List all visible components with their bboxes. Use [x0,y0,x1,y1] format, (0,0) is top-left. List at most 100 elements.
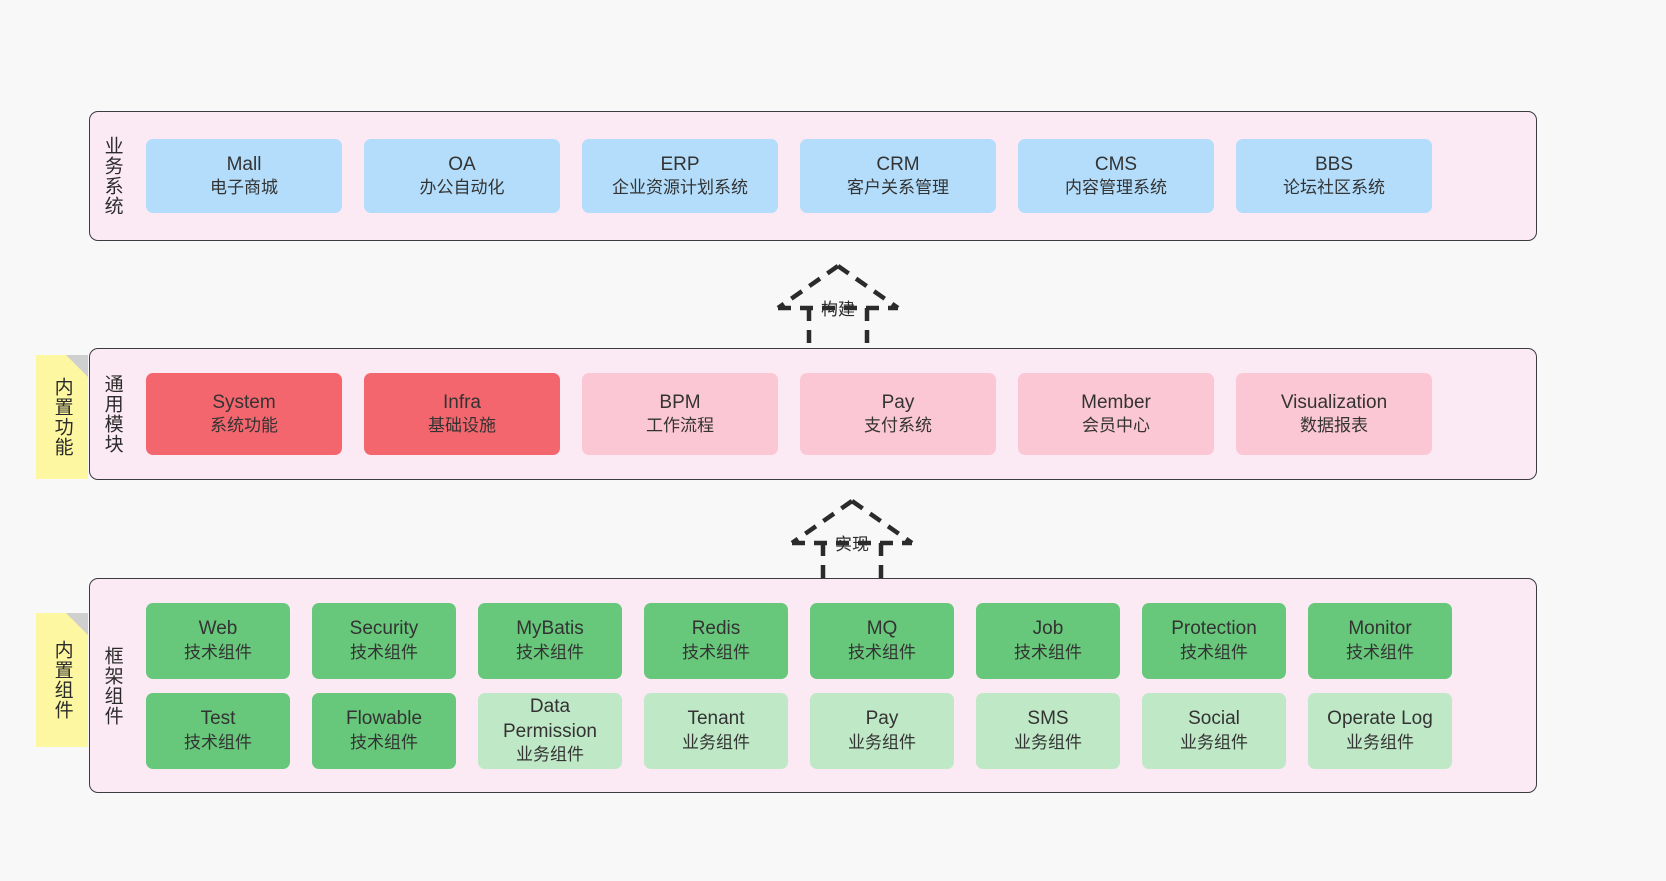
card-protection[interactable]: Protection 技术组件 [1142,602,1286,679]
card-subtitle: 技术组件 [1014,642,1082,662]
card-infra[interactable]: Infra 基础设施 [364,373,560,455]
band-business-system: 业务系统 Mall 电子商城 OA 办公自动化 ERP 企业资源计划系统 CRM… [89,111,1537,241]
band-label-general-module: 通用模块 [101,374,123,454]
card-title: CMS [1094,153,1138,175]
card-subtitle: 工作流程 [646,416,714,436]
card-title: Redis [691,618,741,640]
card-member[interactable]: Member 会员中心 [1018,373,1214,455]
card-subtitle: 办公自动化 [419,178,505,198]
card-pay-component[interactable]: Pay 业务组件 [810,692,954,769]
connector-implement: 实现 [777,497,927,592]
card-subtitle: 技术组件 [516,642,584,662]
card-data-permission[interactable]: Data Permission 业务组件 [478,692,622,769]
card-sms[interactable]: SMS 业务组件 [976,692,1120,769]
band-body-general-module: System 系统功能 Infra 基础设施 BPM 工作流程 Pay 支付系统… [134,349,1536,479]
card-title: Monitor [1348,618,1412,640]
card-bbs[interactable]: BBS 论坛社区系统 [1236,139,1432,213]
card-title: Member [1081,391,1151,413]
card-subtitle: 客户关系管理 [847,178,949,198]
card-subtitle: 技术组件 [1180,642,1248,662]
sticky-note-label: 内置组件 [51,640,73,720]
band-body-business-system: Mall 电子商城 OA 办公自动化 ERP 企业资源计划系统 CRM 客户关系… [134,112,1536,240]
card-title: Tenant [687,708,745,730]
card-title: Visualization [1280,391,1388,413]
card-title: Job [1032,618,1064,640]
note-fold-icon [66,613,88,635]
card-operate-log[interactable]: Operate Log 业务组件 [1308,692,1452,769]
card-title: CRM [876,153,920,175]
sticky-note-label: 内置功能 [51,377,73,457]
card-title: MQ [866,618,898,640]
card-security[interactable]: Security 技术组件 [312,602,456,679]
card-subtitle: 会员中心 [1082,416,1150,436]
card-mq[interactable]: MQ 技术组件 [810,602,954,679]
card-oa[interactable]: OA 办公自动化 [364,139,560,213]
band-body-framework-component: Web 技术组件 Security 技术组件 MyBatis 技术组件 Redi… [134,579,1536,792]
connector-implement-label: 实现 [835,535,869,554]
card-title: BPM [659,391,701,413]
card-mybatis[interactable]: MyBatis 技术组件 [478,602,622,679]
card-subtitle: 技术组件 [184,732,252,752]
card-subtitle: 技术组件 [682,642,750,662]
card-subtitle: 论坛社区系统 [1283,178,1385,198]
card-subtitle: 支付系统 [864,416,932,436]
sticky-note-builtin-features: 内置功能 [36,355,88,479]
card-web[interactable]: Web 技术组件 [146,602,290,679]
card-bpm[interactable]: BPM 工作流程 [582,373,778,455]
card-title: Pay [881,391,915,413]
card-subtitle: 数据报表 [1300,416,1368,436]
card-system[interactable]: System 系统功能 [146,373,342,455]
card-title: Protection [1171,618,1257,640]
band-label-framework-component: 框架组件 [101,645,123,726]
card-row: Mall 电子商城 OA 办公自动化 ERP 企业资源计划系统 CRM 客户关系… [146,139,1524,213]
card-row: Web 技术组件 Security 技术组件 MyBatis 技术组件 Redi… [146,602,1524,679]
note-fold-icon [66,355,88,377]
card-social[interactable]: Social 业务组件 [1142,692,1286,769]
card-monitor[interactable]: Monitor 技术组件 [1308,602,1452,679]
card-subtitle: 基础设施 [428,416,496,436]
card-title: OA [448,153,476,175]
connector-build: 构建 [763,262,913,357]
card-subtitle: 技术组件 [848,642,916,662]
card-title: SMS [1027,708,1069,730]
card-subtitle: 企业资源计划系统 [612,178,748,198]
card-title: Social [1188,708,1240,730]
card-subtitle: 技术组件 [350,732,418,752]
card-subtitle: 技术组件 [1346,642,1414,662]
card-subtitle: 业务组件 [1180,732,1248,752]
card-tenant[interactable]: Tenant 业务组件 [644,692,788,769]
card-subtitle: 业务组件 [1346,732,1414,752]
card-test[interactable]: Test 技术组件 [146,692,290,769]
card-subtitle: 内容管理系统 [1065,178,1167,198]
card-title: Data Permission [503,696,597,742]
card-row: System 系统功能 Infra 基础设施 BPM 工作流程 Pay 支付系统… [146,373,1524,455]
card-subtitle: 业务组件 [516,744,584,764]
card-row: Test 技术组件 Flowable 技术组件 Data Permission … [146,692,1524,769]
card-subtitle: 电子商城 [210,178,278,198]
card-subtitle: 业务组件 [682,732,750,752]
card-title: Operate Log [1327,708,1433,730]
band-label-business-system: 业务系统 [101,136,123,216]
card-visualization[interactable]: Visualization 数据报表 [1236,373,1432,455]
card-job[interactable]: Job 技术组件 [976,602,1120,679]
sticky-note-builtin-components: 内置组件 [36,613,88,747]
card-title: Infra [442,391,482,413]
card-title: Pay [865,708,899,730]
card-subtitle: 系统功能 [210,416,278,436]
card-title: BBS [1314,153,1354,175]
card-erp[interactable]: ERP 企业资源计划系统 [582,139,778,213]
card-pay-module[interactable]: Pay 支付系统 [800,373,996,455]
card-subtitle: 业务组件 [1014,732,1082,752]
card-title: System [212,391,276,413]
card-title: Security [349,618,419,640]
card-flowable[interactable]: Flowable 技术组件 [312,692,456,769]
card-title: MyBatis [516,618,584,640]
card-crm[interactable]: CRM 客户关系管理 [800,139,996,213]
card-subtitle: 业务组件 [848,732,916,752]
card-subtitle: 技术组件 [184,642,252,662]
card-mall[interactable]: Mall 电子商城 [146,139,342,213]
card-redis[interactable]: Redis 技术组件 [644,602,788,679]
card-subtitle: 技术组件 [350,642,418,662]
connector-build-label: 构建 [821,300,855,319]
card-cms[interactable]: CMS 内容管理系统 [1018,139,1214,213]
